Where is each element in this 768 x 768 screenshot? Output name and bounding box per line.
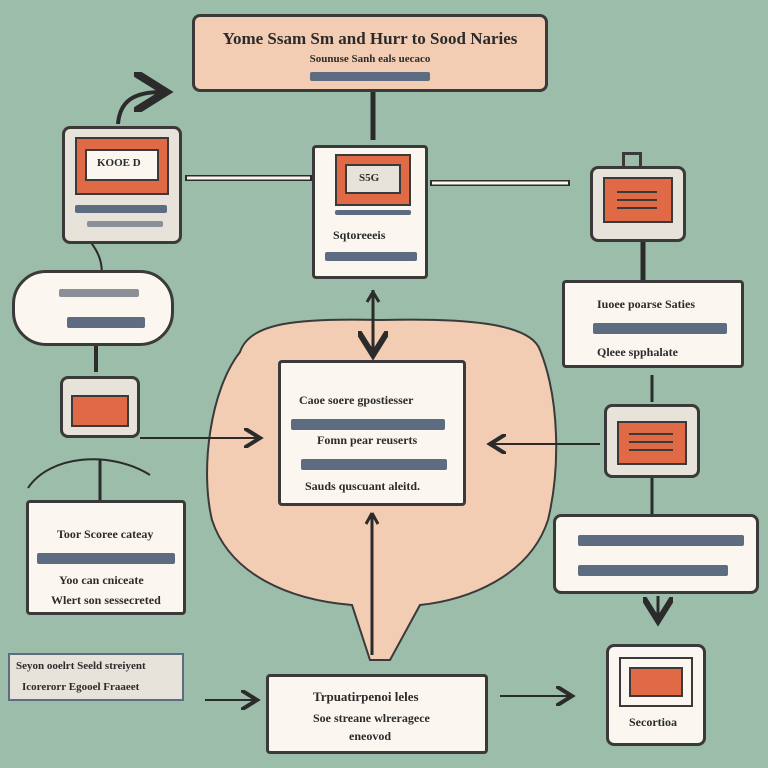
cable-left-lower [27,458,151,489]
right-card-line1: Iuoee poarse Saties [597,297,695,311]
bottom-left-label: Seyon ooelrt Seeld streiyent Icorerorr E… [8,653,184,701]
header-bar [310,72,430,81]
center-card-line1: Caoe soere gpostiesser [299,393,414,407]
bottom-left-line2: Icorerorr Egooel Fraaeet [22,681,140,693]
bottom-right-device: Secortioa [606,644,706,746]
printer-bar-2 [67,317,145,328]
right-wide-device [553,514,759,594]
center-card-line3: Sauds quscuant aleitd. [305,479,421,493]
right-wide-bar-1 [578,535,744,546]
left-small-screen [71,395,129,427]
left-card-line3: Wlert son sessecreted [51,593,161,607]
left-card-bar [37,553,175,564]
left-monitor-screen: KOOE D [75,137,169,195]
center-device-bar-2 [325,252,417,261]
left-card-line1: Toor Scoree cateay [57,527,154,541]
right-top-handle [622,152,642,166]
printer-bar-1 [59,289,139,297]
right-top-device [590,166,686,242]
left-small-device [60,376,140,438]
right-middle-screen [617,421,687,465]
center-device-label: Sqtoreeeis [333,228,386,242]
header-card: Yome Ssam Sm and Hurr to Sood Naries Sou… [192,14,548,92]
center-card-bar-1 [291,419,445,430]
left-card: Toor Scoree cateay Yoo can cniceate Wler… [26,500,186,615]
bottom-card: Trpuatirpenoi leles Soe streane wlrerage… [266,674,488,754]
center-card-line2: Fomn pear reuserts [317,433,418,447]
bottom-right-accent [629,667,683,697]
center-device-bar-1 [335,210,411,215]
left-printer [12,270,174,346]
center-device-screen: S5G [335,154,411,206]
right-middle-device [604,404,700,478]
right-card-bar [593,323,727,334]
bottom-right-label: Secortioa [629,715,677,729]
header-title: Yome Ssam Sm and Hurr to Sood Naries [222,29,518,48]
left-monitor: KOOE D [62,126,182,244]
right-top-screen [603,177,673,223]
right-wide-bar-2 [578,565,728,576]
center-card: Caoe soere gpostiesser Fomn pear reusert… [278,360,466,506]
curved-arrow-top-left [116,92,162,125]
right-card-line2: Qleee spphalate [597,345,678,359]
center-device: S5G Sqtoreeeis [312,145,428,279]
header-subtitle: Sounuse Sanh eals uecaco [309,53,431,65]
center-device-screen-text: S5G [359,172,380,184]
keyboard-bar [75,205,167,213]
right-card: Iuoee poarse Saties Qleee spphalate [562,280,744,368]
bottom-card-line3: eneovod [349,729,391,743]
keyboard-bar-2 [87,221,163,227]
bottom-card-line1: Trpuatirpenoi leles [313,689,419,704]
bottom-card-line2: Soe streane wlreragece [313,711,430,725]
left-card-line2: Yoo can cniceate [59,573,144,587]
center-card-bar-2 [301,459,447,470]
left-monitor-text: KOOE D [97,157,141,169]
bottom-right-screen [619,657,693,707]
bottom-left-line1: Seyon ooelrt Seeld streiyent [16,660,146,672]
